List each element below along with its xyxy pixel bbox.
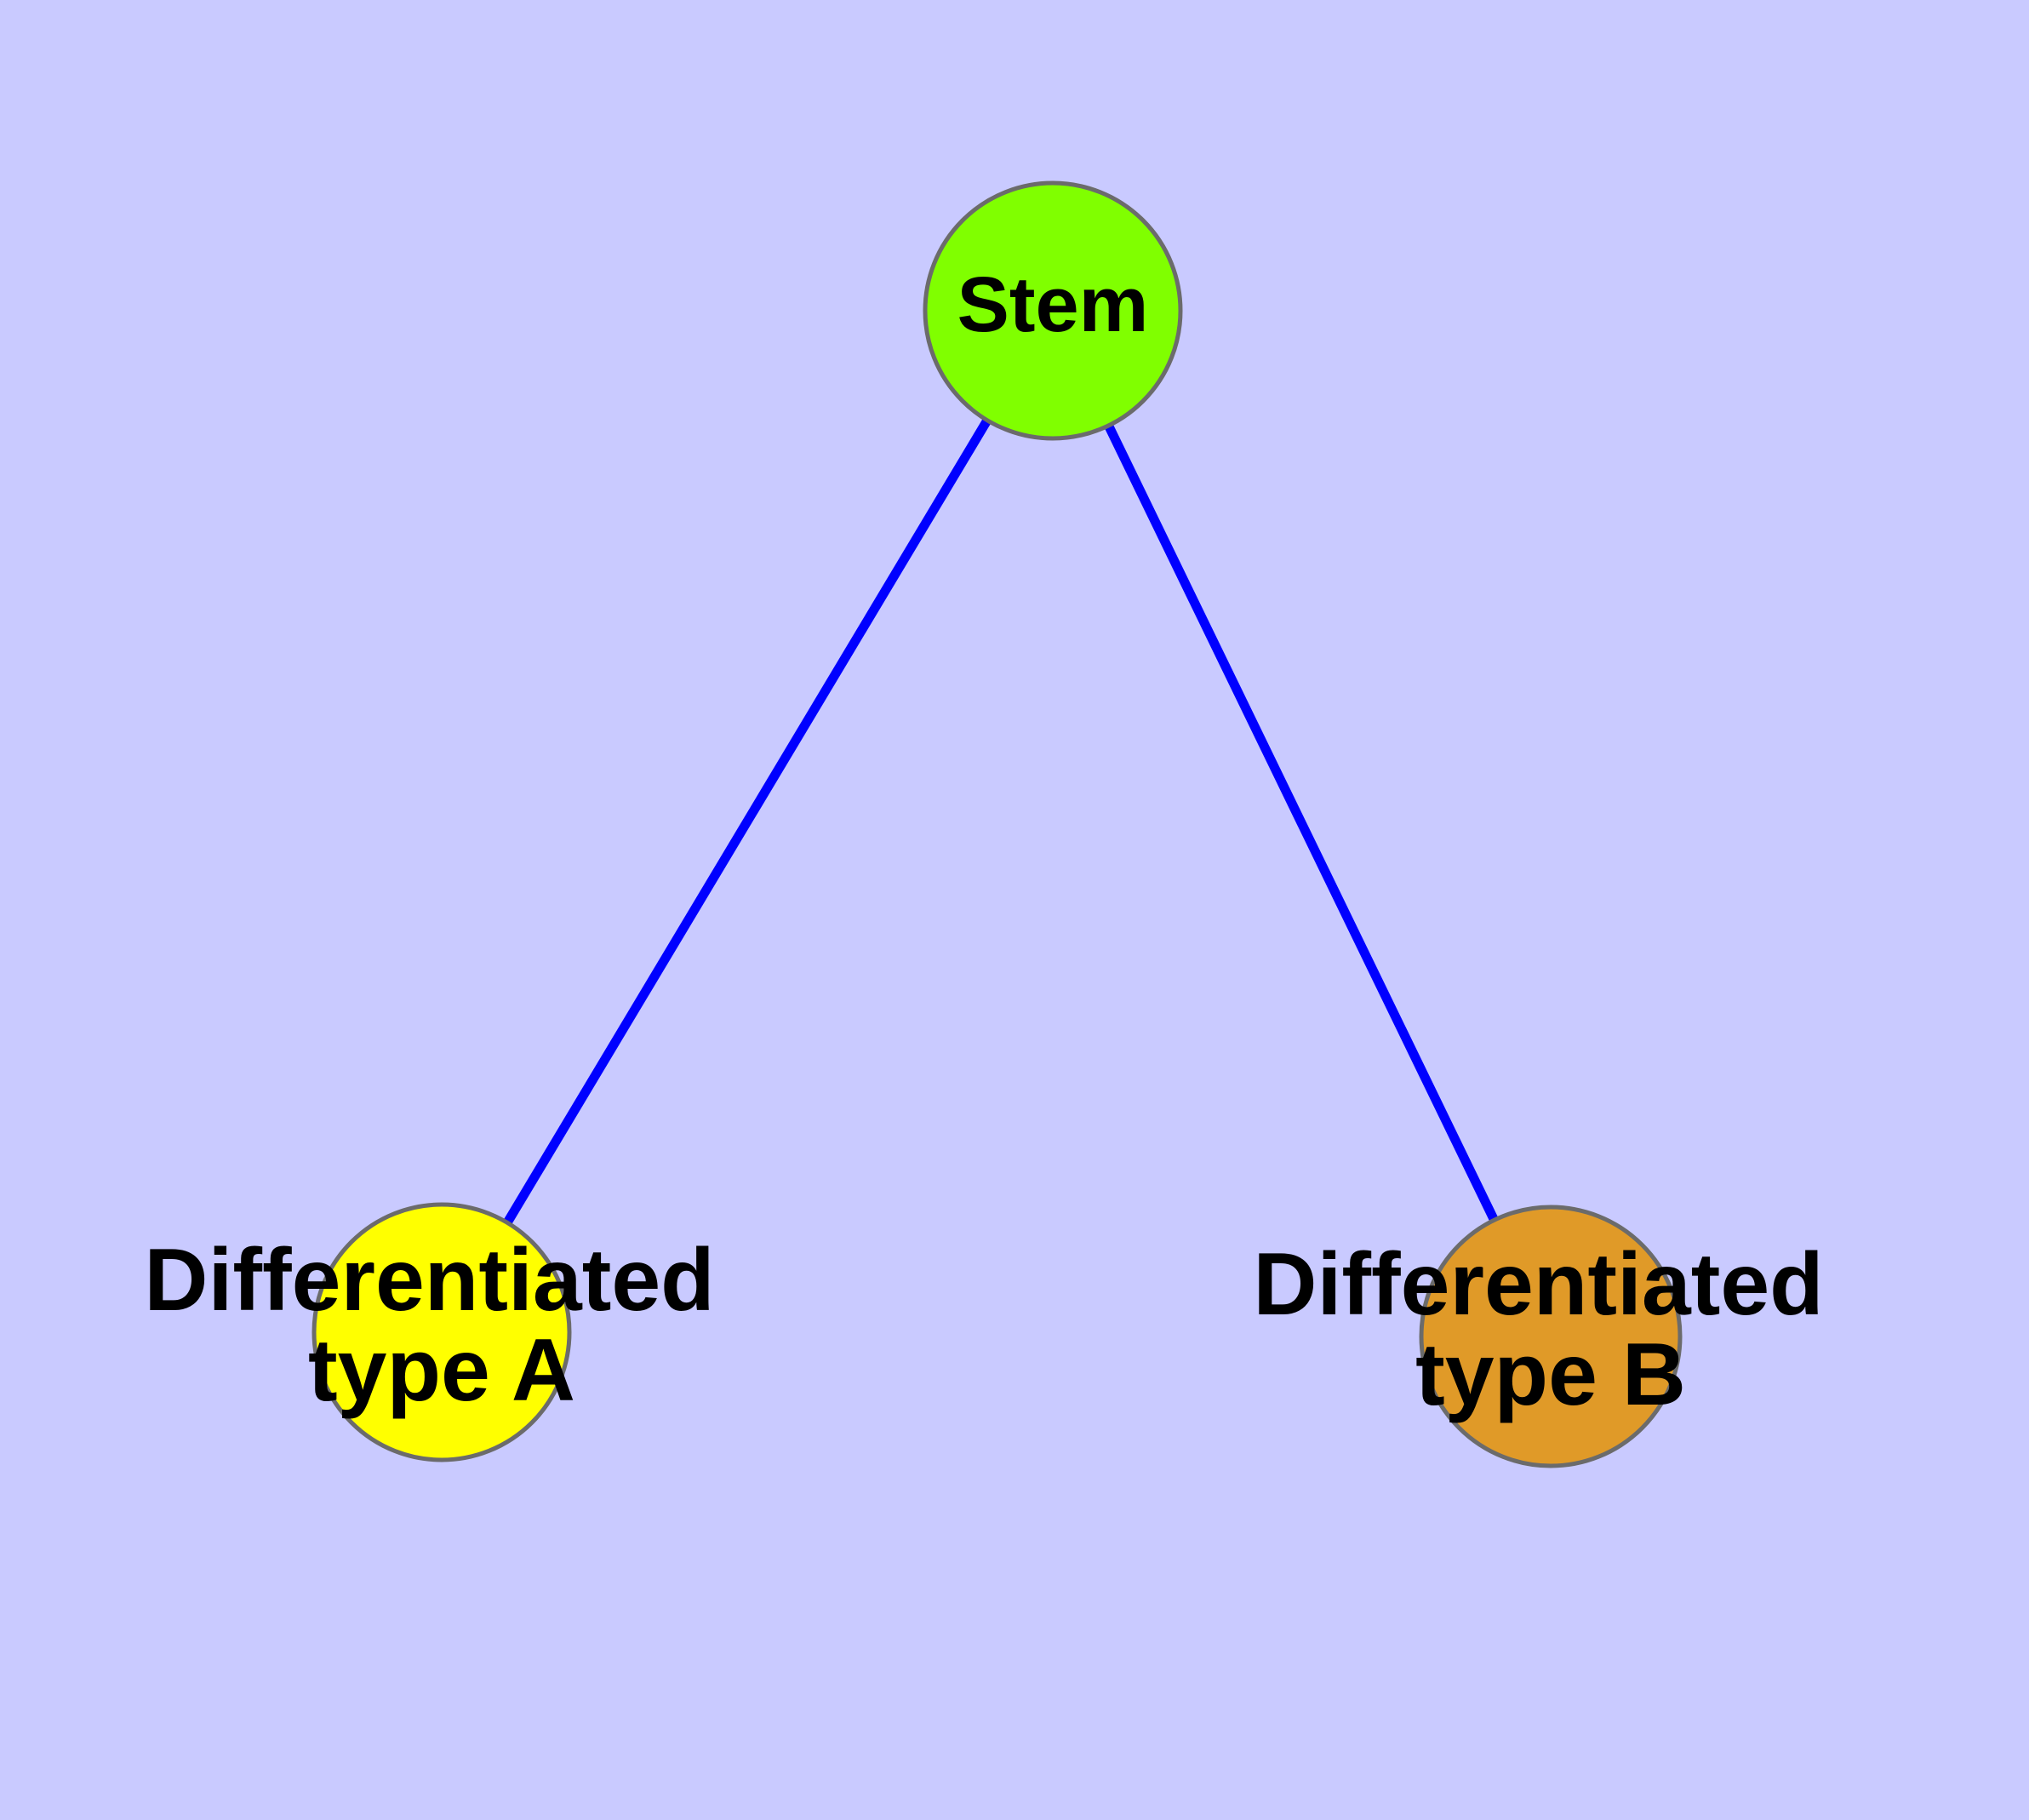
edge-stem-to-differentiated-type-b[interactable]	[1049, 308, 1555, 1339]
node-differentiated-type-b-circle[interactable]	[1419, 1205, 1683, 1468]
node-stem[interactable]: Stem	[923, 180, 1183, 441]
edge-stem-to-differentiated-type-a[interactable]	[437, 308, 1057, 1335]
node-differentiated-type-a-label: Differentiated type A	[144, 1231, 739, 1420]
node-differentiated-type-a[interactable]: Differentiated type A	[144, 1202, 739, 1462]
node-differentiated-type-b-label: Differentiated type B	[1253, 1235, 1848, 1424]
node-stem-label: Stem	[957, 261, 1149, 348]
node-differentiated-type-b[interactable]: Differentiated type B	[1253, 1205, 1848, 1468]
edges-layer	[437, 308, 1555, 1339]
node-stem-circle[interactable]	[923, 180, 1183, 441]
node-differentiated-type-a-circle[interactable]	[311, 1202, 572, 1462]
nodes-layer: Stem Differentiated type A Differentiate…	[144, 180, 1848, 1468]
